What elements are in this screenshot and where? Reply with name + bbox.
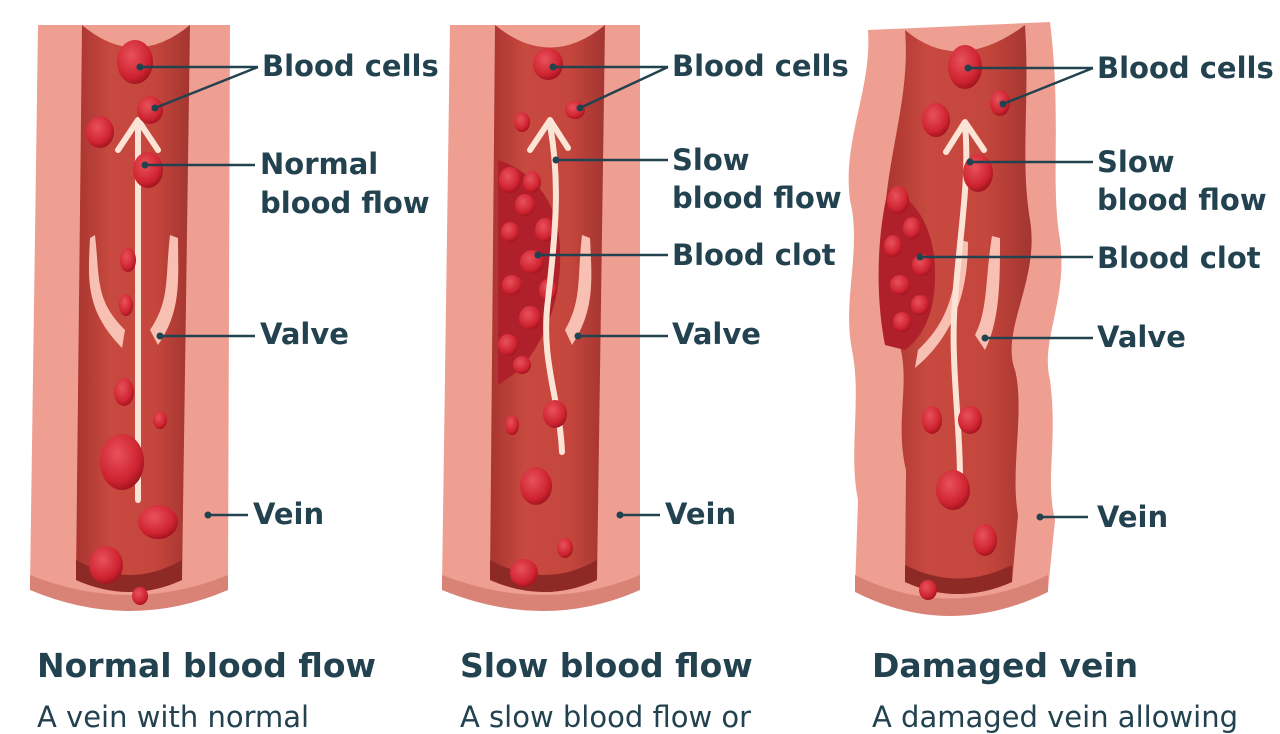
valve-right-slow — [565, 235, 592, 345]
label-valve-normal: Valve — [260, 317, 349, 351]
lumen-rim-normal — [76, 560, 182, 592]
flow-arrow-head-normal — [115, 117, 161, 153]
vein-slow: Blood cells Slow blood flow Blood clot V… — [442, 25, 849, 611]
vein-rim-normal — [30, 575, 228, 611]
label-flow-slow-1: Slow — [672, 143, 750, 177]
blood-cells-slow — [505, 48, 585, 587]
label-flow-normal-1: Normal — [260, 147, 378, 181]
vein-damaged: Blood cells Slow blood flow Blood clot V… — [848, 22, 1274, 616]
clot-cells-damaged — [884, 186, 932, 332]
label-blood-clot-damaged: Blood clot — [1097, 241, 1261, 275]
label-vein-normal: Vein — [253, 497, 324, 531]
label-valve-slow: Valve — [672, 317, 761, 351]
label-blood-cells-slow: Blood cells — [672, 49, 849, 83]
label-flow-normal-2: blood flow — [260, 186, 430, 220]
label-flow-slow-2: blood flow — [672, 181, 842, 215]
panel-desc-normal: A vein with normal — [37, 700, 310, 734]
panel-title-slow: Slow blood flow — [460, 646, 753, 685]
label-flow-damaged-2: blood flow — [1097, 183, 1267, 217]
valve-right-damaged — [975, 236, 1000, 350]
label-flow-damaged-1: Slow — [1097, 145, 1175, 179]
valve-left-normal — [88, 235, 125, 348]
vein-rim-slow — [442, 575, 640, 611]
valve-right-normal — [150, 235, 179, 345]
panel-title-damaged: Damaged vein — [872, 646, 1139, 685]
label-valve-damaged: Valve — [1097, 320, 1186, 354]
vein-normal: Blood cells Normal blood flow Valve Vein — [30, 25, 439, 611]
panel-title-normal: Normal blood flow — [37, 646, 377, 685]
flow-arrow-head-damaged — [943, 119, 987, 155]
blood-cells-normal — [86, 40, 178, 605]
panel-desc-slow: A slow blood flow or — [460, 700, 752, 734]
label-vein-slow: Vein — [665, 497, 736, 531]
vein-rim-damaged — [855, 575, 1048, 616]
panel-desc-damaged: A damaged vein allowing — [872, 700, 1238, 734]
label-blood-cells-damaged: Blood cells — [1097, 51, 1274, 85]
label-vein-damaged: Vein — [1097, 500, 1168, 534]
label-blood-clot-slow: Blood clot — [672, 238, 836, 272]
flow-arrow-head-slow — [527, 117, 571, 153]
label-blood-cells-normal: Blood cells — [262, 49, 439, 83]
